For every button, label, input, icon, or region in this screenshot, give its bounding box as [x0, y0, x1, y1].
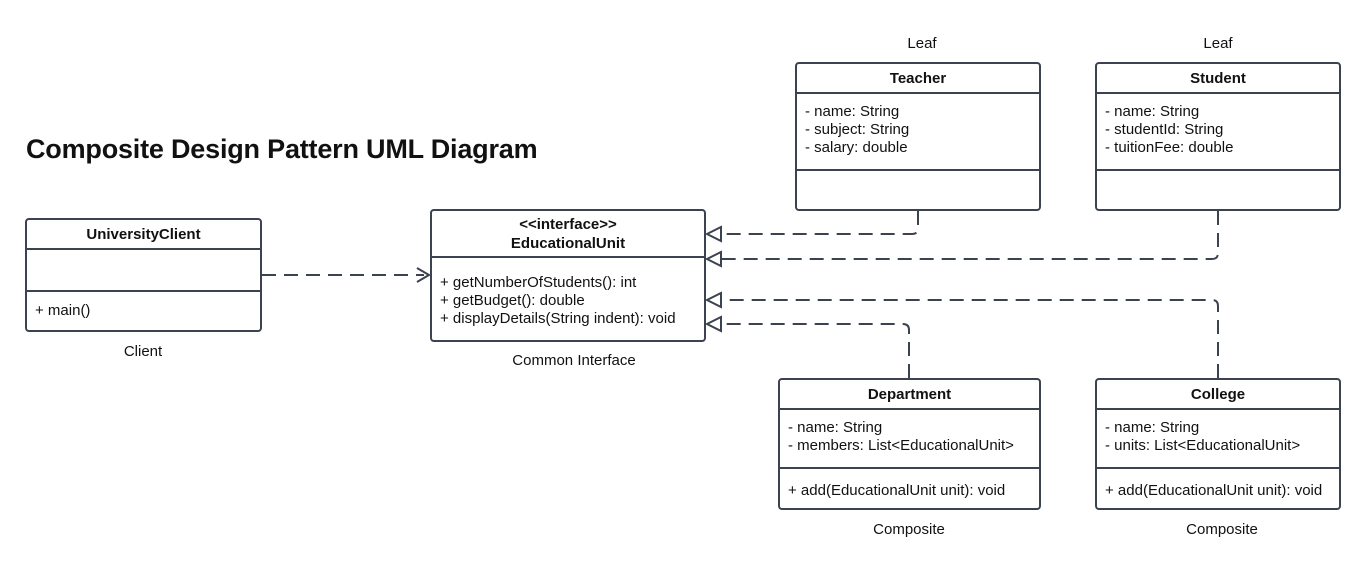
- realization-arrowhead-teacher: [704, 225, 722, 243]
- realization-department-interface: [722, 323, 910, 378]
- method-line: + displayDetails(String indent): void: [440, 310, 676, 327]
- caption-client: Client: [123, 343, 163, 360]
- method-line: + main(): [35, 302, 91, 319]
- realization-arrowhead-student: [704, 250, 722, 268]
- attributes-section: - name: String - members: List<Education…: [780, 410, 1039, 469]
- methods-section: [797, 171, 1039, 180]
- attributes-section: - name: String - studentId: String - tui…: [1097, 94, 1339, 171]
- methods-section: + getNumberOfStudents(): int + getBudget…: [432, 258, 704, 328]
- attribute-line: - studentId: String: [1105, 121, 1224, 138]
- realization-arrowhead-college: [704, 291, 722, 309]
- attribute-line: - tuitionFee: double: [1105, 139, 1234, 156]
- class-name-text: Department: [867, 385, 952, 403]
- class-box-educational-unit[interactable]: <<interface>> EducationalUnit + getNumbe…: [430, 209, 706, 342]
- method-line: + getBudget(): double: [440, 292, 585, 309]
- class-name-text: Teacher: [889, 69, 947, 87]
- caption-department: Composite: [873, 521, 945, 538]
- stereotype-text: <<interface>>: [519, 215, 617, 233]
- caption-college: Composite: [1186, 521, 1258, 538]
- attributes-section: [27, 250, 260, 292]
- diagram-title: Composite Design Pattern UML Diagram: [26, 134, 538, 164]
- methods-section: [1097, 171, 1339, 180]
- class-box-department[interactable]: Department - name: String - members: Lis…: [778, 378, 1041, 510]
- caption-teacher: Leaf: [907, 35, 937, 52]
- attributes-section: - name: String - subject: String - salar…: [797, 94, 1039, 171]
- class-name-text: UniversityClient: [86, 225, 201, 243]
- class-name: Student: [1097, 64, 1339, 94]
- class-name: College: [1097, 380, 1339, 410]
- class-name: Teacher: [797, 64, 1039, 94]
- class-box-university-client[interactable]: UniversityClient + main(): [25, 218, 262, 332]
- methods-section: + main(): [27, 292, 260, 320]
- attributes-section: - name: String - units: List<Educational…: [1097, 410, 1339, 469]
- interface-header: <<interface>> EducationalUnit: [432, 211, 704, 258]
- caption-student: Leaf: [1203, 35, 1233, 52]
- class-name-text: EducationalUnit: [510, 234, 626, 252]
- attribute-line: - name: String: [805, 103, 900, 120]
- method-line: + add(EducationalUnit unit): void: [788, 482, 1006, 499]
- caption-interface: Common Interface: [512, 352, 636, 369]
- class-box-college[interactable]: College - name: String - units: List<Edu…: [1095, 378, 1341, 510]
- method-line: + getNumberOfStudents(): int: [440, 274, 637, 291]
- realization-teacher-interface: [722, 211, 919, 235]
- attribute-line: - subject: String: [805, 121, 910, 138]
- attribute-line: - salary: double: [805, 139, 908, 156]
- class-name: Department: [780, 380, 1039, 410]
- methods-section: + add(EducationalUnit unit): void: [780, 469, 1039, 500]
- method-line: + add(EducationalUnit unit): void: [1105, 482, 1323, 499]
- realization-arrowhead-department: [704, 315, 722, 333]
- realization-college-interface: [722, 299, 1219, 378]
- methods-section: + add(EducationalUnit unit): void: [1097, 469, 1339, 500]
- attribute-line: - units: List<EducationalUnit>: [1105, 437, 1301, 454]
- attribute-line: - name: String: [788, 419, 883, 436]
- class-box-student[interactable]: Student - name: String - studentId: Stri…: [1095, 62, 1341, 211]
- class-name-text: Student: [1190, 69, 1246, 87]
- class-box-teacher[interactable]: Teacher - name: String - subject: String…: [795, 62, 1041, 211]
- class-name-text: College: [1190, 385, 1246, 403]
- class-name: UniversityClient: [27, 220, 260, 250]
- dependency-arrowhead: [416, 267, 431, 283]
- attribute-line: - name: String: [1105, 419, 1200, 436]
- attribute-line: - members: List<EducationalUnit>: [788, 437, 1014, 454]
- attribute-line: - name: String: [1105, 103, 1200, 120]
- realization-student-interface: [722, 211, 1219, 260]
